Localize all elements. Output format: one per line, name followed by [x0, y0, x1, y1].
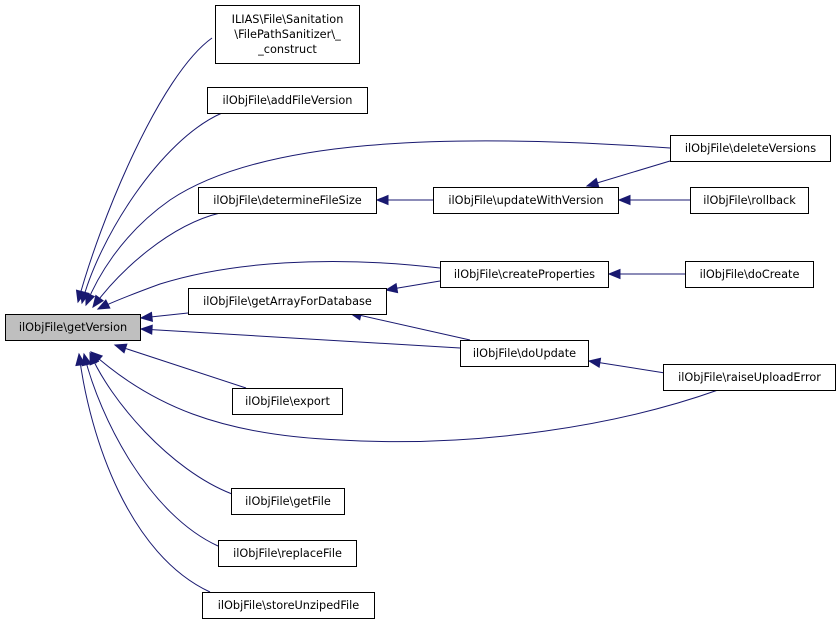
node-box [218, 540, 357, 567]
edge-doUpdate-to-getVersion [139, 324, 461, 349]
node-label: ilObjFile\createProperties [454, 268, 595, 281]
edge-line [140, 328, 461, 349]
node-box [5, 314, 141, 341]
edge-storeUnzipedFile-to-getVersion [75, 352, 211, 593]
edge-createProperties-to-getVersion [96, 260, 441, 310]
node-label: ilObjFile\replaceFile [233, 547, 342, 560]
edge-line [90, 351, 719, 443]
edge-export-to-getVersion [113, 343, 247, 389]
arrowhead [85, 292, 96, 307]
node-label: ilObjFile\export [245, 395, 330, 408]
node-getVersion[interactable]: ilObjFile\getVersion [5, 314, 141, 341]
arrowhead [139, 311, 153, 322]
node-getFile[interactable]: ilObjFile\getFile [231, 488, 345, 515]
node-box [663, 364, 836, 391]
edge-line [92, 212, 221, 308]
node-label: _construct [257, 43, 317, 56]
edge-doUpdate-to-getArrayForDatabase [348, 310, 471, 341]
node-box [231, 488, 345, 515]
node-replaceFile[interactable]: ilObjFile\replaceFile [218, 540, 357, 567]
node-doCreate[interactable]: ilObjFile\doCreate [685, 261, 814, 288]
edge-line [97, 260, 441, 310]
node-raiseUploadError[interactable]: ilObjFile\raiseUploadError [663, 364, 836, 391]
node-box [440, 261, 609, 288]
node-doUpdate[interactable]: ilObjFile\doUpdate [460, 340, 589, 367]
node-label: ilObjFile\determineFileSize [213, 194, 362, 207]
edge-line [588, 360, 666, 374]
node-label: ilObjFile\getArrayForDatabase [203, 295, 372, 308]
node-construct[interactable]: ILIAS\File\Sanitation \FilePathSanitizer\… [215, 5, 360, 64]
node-box [433, 187, 619, 214]
edge-rollback-to-updateWithVersion [617, 194, 690, 206]
edge-line [83, 353, 219, 547]
node-box [670, 135, 831, 162]
edge-line [78, 353, 211, 593]
edge-createProperties-to-getArrayForDatabase [384, 280, 441, 294]
node-storeUnzipedFile[interactable]: ilObjFile\storeUnzipedFile [202, 592, 375, 619]
arrowhead [587, 357, 602, 368]
arrowhead [89, 351, 100, 366]
node-box [198, 187, 377, 214]
edge-line [349, 312, 471, 341]
arrowhead [139, 324, 153, 335]
node-getArrayForDatabase[interactable]: ilObjFile\getArrayForDatabase [188, 288, 387, 315]
arrowhead [375, 194, 389, 206]
edge-deleteVersions-to-updateWithVersion [585, 160, 671, 188]
node-label: ilObjFile\doCreate [700, 268, 800, 281]
arrowhead [75, 352, 86, 367]
edge-line [85, 140, 671, 306]
node-label: ilObjFile\getVersion [19, 321, 127, 334]
node-label: ilObjFile\updateWithVersion [448, 194, 603, 207]
edges-layer [75, 37, 719, 593]
node-label: ilObjFile\addFileVersion [223, 94, 353, 107]
node-box [685, 261, 814, 288]
arrowhead [617, 194, 631, 206]
edge-doCreate-to-createProperties [607, 268, 685, 280]
node-box [460, 340, 589, 367]
node-rollback[interactable]: ilObjFile\rollback [690, 187, 809, 214]
node-label: ILIAS\File\Sanitation [232, 13, 344, 26]
arrowhead [92, 294, 105, 309]
node-box [202, 592, 375, 619]
node-createProperties[interactable]: ilObjFile\createProperties [440, 261, 609, 288]
edge-determineFileSize-to-getVersion [92, 212, 221, 309]
node-label: ilObjFile\storeUnzipedFile [218, 599, 360, 612]
edge-line [81, 112, 223, 304]
arrowhead [607, 268, 621, 280]
node-deleteVersions[interactable]: ilObjFile\deleteVersions [670, 135, 831, 162]
node-box [690, 187, 809, 214]
edge-replaceFile-to-getVersion [81, 352, 219, 547]
node-box [232, 388, 343, 415]
node-label: ilObjFile\doUpdate [473, 347, 576, 360]
edge-updateWithVersion-to-determineFileSize [375, 194, 433, 206]
edge-line [77, 37, 213, 303]
edge-raiseUploadError-to-doUpdate [587, 357, 666, 374]
arrowhead [384, 282, 399, 294]
arrowhead [585, 177, 600, 188]
edge-raiseUploadError-to-getVersion [90, 351, 719, 443]
node-label: ilObjFile\raiseUploadError [678, 371, 821, 384]
edge-getFile-to-getVersion [89, 351, 233, 495]
nodes-layer: ilObjFile\getVersion ILIAS\File\Sanitatio… [5, 5, 836, 619]
node-addFileVersion[interactable]: ilObjFile\addFileVersion [207, 87, 368, 114]
node-label: ilObjFile\rollback [703, 194, 796, 207]
arrowhead [113, 343, 128, 354]
node-label: ilObjFile\deleteVersions [685, 142, 816, 155]
arrowhead [96, 299, 111, 310]
edge-line [114, 344, 247, 389]
edge-line [586, 160, 671, 187]
node-updateWithVersion[interactable]: ilObjFile\updateWithVersion [433, 187, 619, 214]
node-label: ilObjFile\getFile [245, 495, 331, 508]
node-box [188, 288, 387, 315]
node-export[interactable]: ilObjFile\export [232, 388, 343, 415]
edge-deleteVersions-to-getVersion [85, 140, 671, 307]
node-determineFileSize[interactable]: ilObjFile\determineFileSize [198, 187, 377, 214]
node-box [215, 5, 360, 64]
edge-line [89, 352, 233, 495]
edge-getArrayForDatabase-to-getVersion [139, 311, 189, 322]
node-label: \FilePathSanitizer\_ [234, 28, 341, 41]
node-box [207, 87, 368, 114]
